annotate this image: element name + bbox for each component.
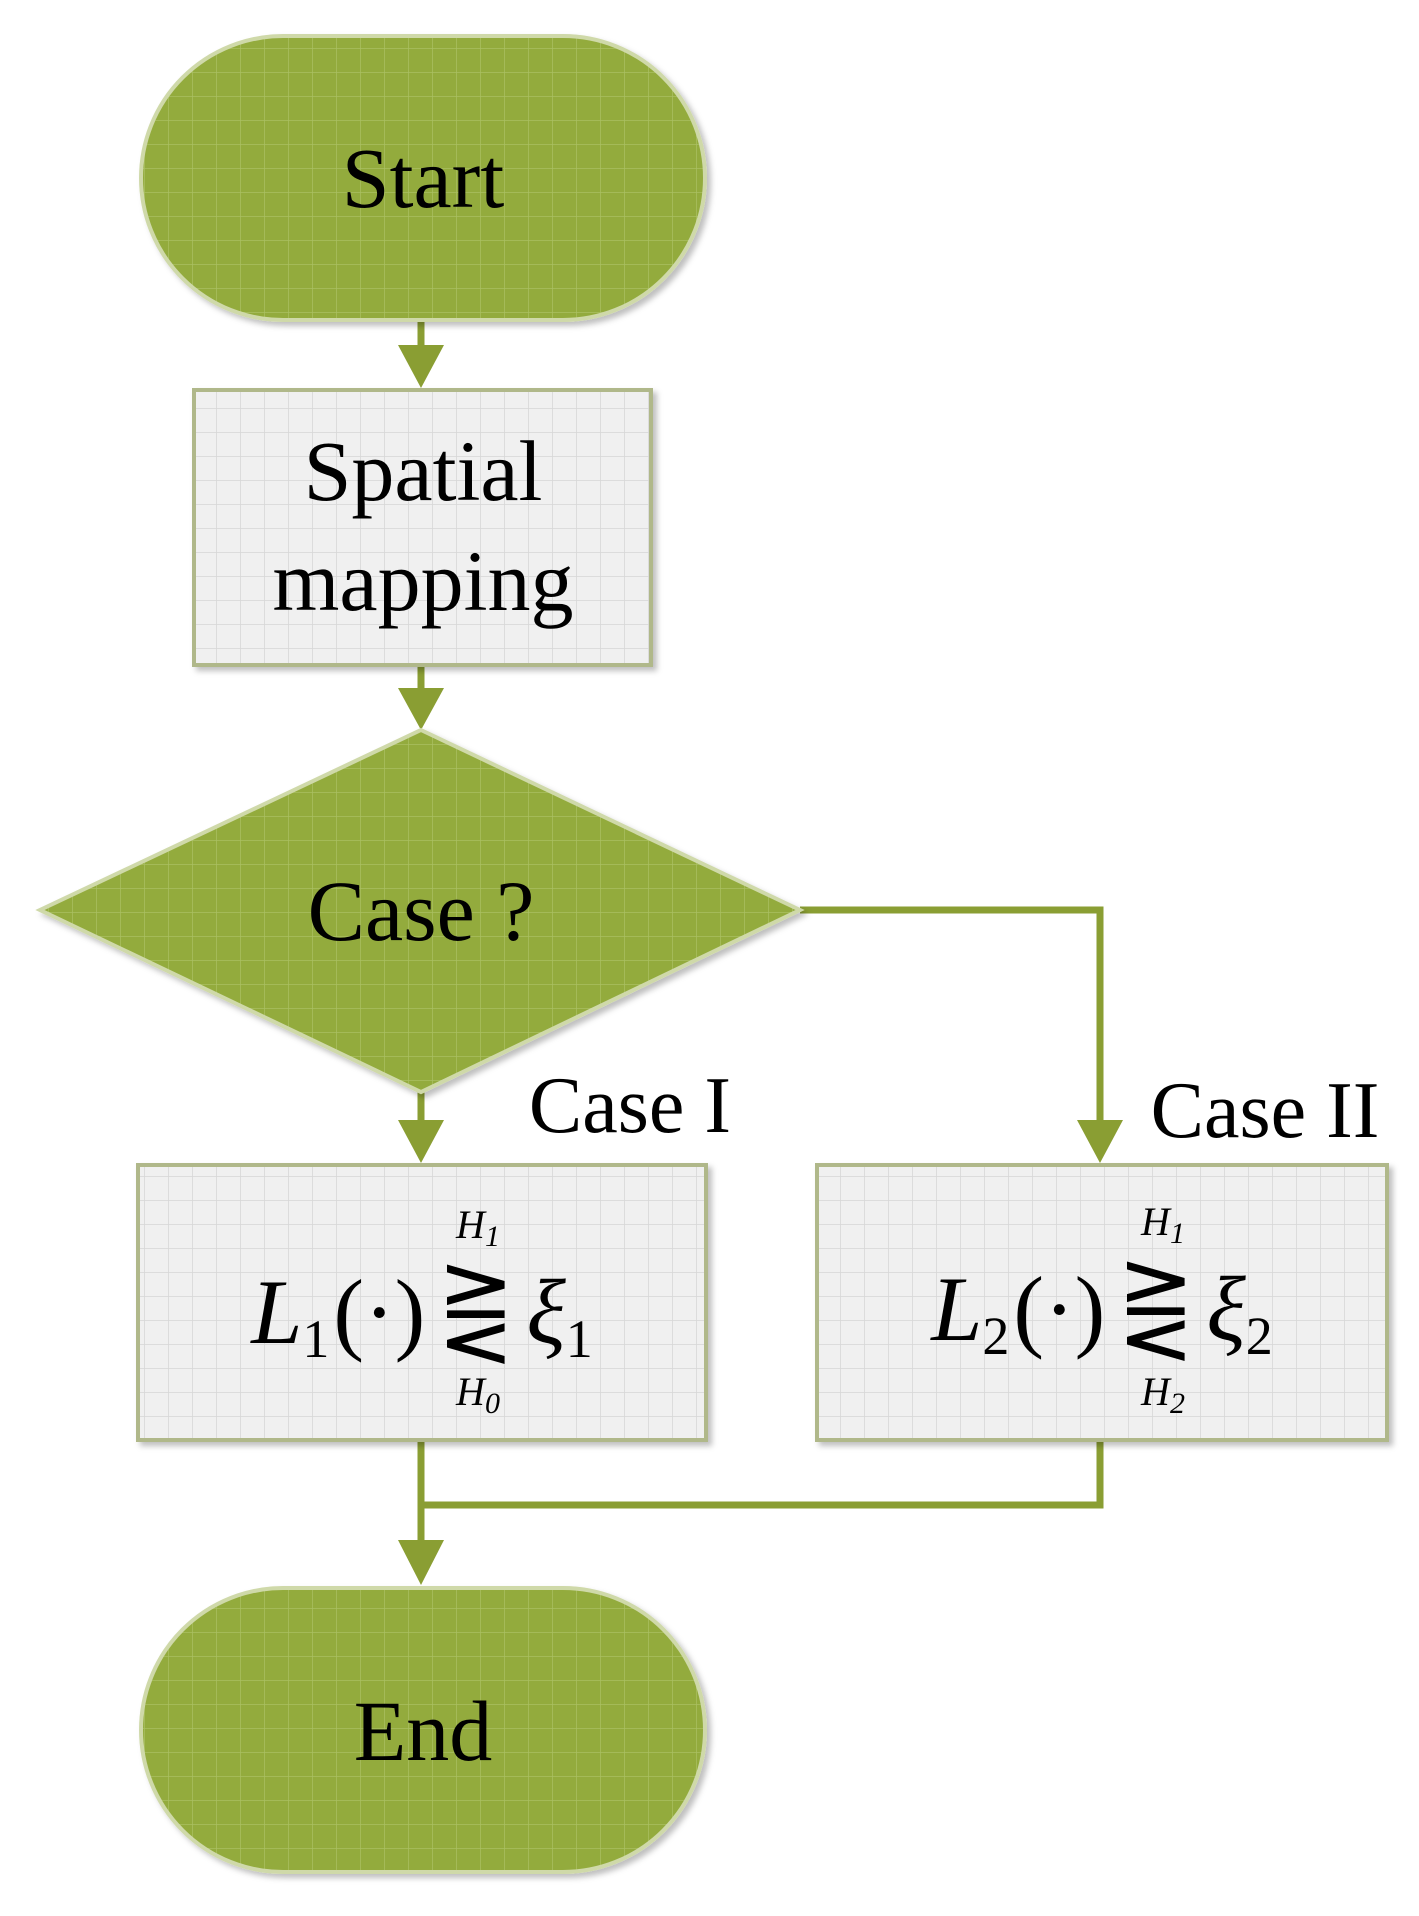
arrowhead-mapping — [398, 345, 444, 388]
decision-label: Case ? — [308, 863, 535, 959]
start-node: Start — [139, 34, 707, 322]
edge-case2-path — [800, 906, 1104, 1124]
case1-lower-hypothesis: H0 — [455, 1369, 500, 1420]
case2-test-formula: H1 L2(·)⋛ξ2 H2 — [929, 1199, 1273, 1420]
case2-upper-hypothesis: H1 — [1140, 1199, 1185, 1250]
case2-test-node: H1 L2(·)⋛ξ2 H2 — [815, 1163, 1389, 1442]
start-label: Start — [342, 130, 505, 226]
case1-test-node: H1 L1(·)⋛ξ1 H0 — [136, 1163, 708, 1442]
arrowhead-end — [398, 1540, 444, 1585]
case1-upper-hypothesis: H1 — [455, 1202, 500, 1253]
mapping-label-line1: Spatial — [304, 423, 543, 519]
end-label: End — [354, 1683, 493, 1779]
case1-test-expression: L1(·)⋛ξ1 — [249, 1261, 593, 1369]
case1-test-formula: H1 L1(·)⋛ξ1 H0 — [249, 1202, 593, 1420]
arrowhead-decision — [398, 688, 444, 730]
spatial-mapping-node: Spatial mapping — [192, 388, 653, 667]
edge-case2-down — [421, 1440, 1104, 1509]
case2-edge-label: Case II — [1151, 1067, 1380, 1155]
decision-node: Case ? — [35, 727, 805, 1095]
mapping-label-line2: mapping — [273, 533, 574, 629]
case1-edge-label: Case I — [529, 1062, 731, 1150]
end-node: End — [139, 1586, 707, 1874]
case2-lower-hypothesis: H2 — [1140, 1369, 1185, 1420]
arrowhead-case1 — [398, 1120, 444, 1163]
arrowheads — [398, 345, 1123, 1585]
arrowhead-case2 — [1077, 1120, 1123, 1163]
case2-test-expression: L2(·)⋛ξ2 — [929, 1258, 1273, 1366]
connectors — [417, 320, 1104, 1540]
